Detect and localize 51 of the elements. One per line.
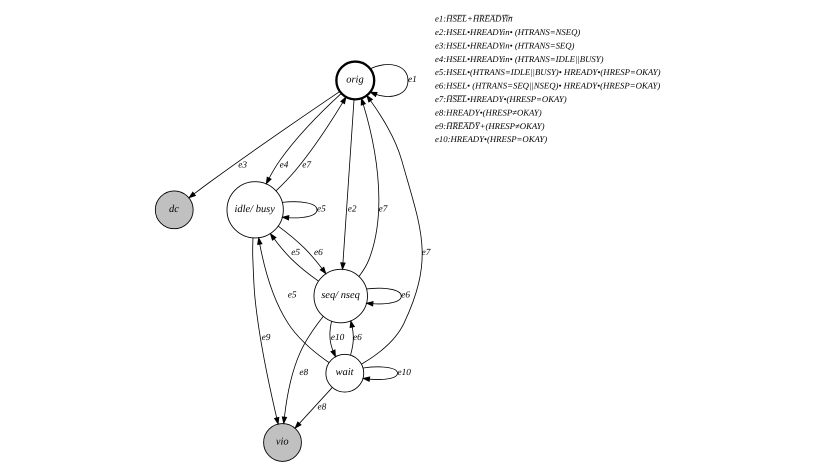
- edge-label: e5: [291, 248, 300, 258]
- edge-label: e2: [348, 204, 356, 214]
- label: e10:HREADY•(HRESP=OKAY): [435, 134, 548, 144]
- edge-label: e7: [378, 204, 388, 214]
- edge-label: e6: [352, 333, 362, 344]
- arrow: [369, 64, 408, 98]
- edge-label: e8: [317, 402, 326, 412]
- arrow: [270, 232, 319, 282]
- label: e5:HSEL•(HTRANS=IDLE||BUSY)• HREADY•(HRESP=OKAY): [435, 67, 661, 78]
- label: e4:HSEL•HREADYin• (HTRANS=IDLE||BUSY): [435, 54, 604, 64]
- arrow: [329, 321, 336, 358]
- edge-label: e8: [299, 368, 308, 378]
- arrow: [188, 91, 340, 198]
- edge-label: e1: [408, 75, 417, 86]
- label: e8:HREADY•(HRESP≠OKAY): [435, 107, 542, 118]
- label: e7:H̅S̅E̅L̅•HREADY•(HRESP=OKAY): [435, 94, 567, 104]
- label: e6:HSEL• (HTRANS=SEQ||NSEQ)• HREADY•(HRESP=OKAY): [435, 80, 660, 91]
- arrow: [361, 94, 423, 364]
- edge-label: e10: [330, 333, 344, 344]
- arrow: [281, 201, 318, 221]
- edge-label: e3: [238, 160, 248, 171]
- arrow: [294, 387, 333, 430]
- label: e3:HSEL•HREADYin• (HTRANS=SEQ): [435, 40, 574, 50]
- arrow: [266, 93, 342, 185]
- arrow: [278, 226, 327, 275]
- arrow: [276, 96, 347, 192]
- node-circle: idle/ busy: [226, 181, 284, 238]
- arrow: [257, 236, 330, 364]
- arrow: [362, 366, 398, 382]
- node-circle: seq/ nseq: [314, 268, 368, 324]
- edge-label: e5: [316, 204, 326, 214]
- node-circle: orig: [335, 60, 376, 101]
- edge-label: e4: [280, 160, 288, 171]
- arrow: [365, 288, 402, 307]
- edge-label: e6: [314, 248, 323, 258]
- edge-label: e5: [288, 290, 297, 301]
- node-circle: dc: [154, 190, 194, 230]
- arrow: [340, 99, 354, 270]
- edge-label: e9: [262, 333, 270, 344]
- node-circle: vio: [263, 423, 302, 462]
- node-circle: wait: [325, 354, 364, 393]
- edge-label: e7: [302, 160, 312, 171]
- arrow: [282, 316, 324, 425]
- label: e2:HSEL•HREADYin• (HTRANS=NSEQ): [435, 27, 580, 38]
- edge-label: e10: [397, 368, 411, 378]
- arrow: [350, 320, 356, 356]
- arrow: [358, 97, 380, 277]
- edge-label: e6: [401, 290, 410, 301]
- arrow: [252, 237, 280, 426]
- label: e1:H̅S̅E̅L̅+H̅R̅E̅A̅D̅Y̅i̅n̅: [435, 14, 512, 24]
- label: e9:H̅R̅E̅A̅D̅Y̅+(HRESP≠OKAY): [435, 120, 544, 131]
